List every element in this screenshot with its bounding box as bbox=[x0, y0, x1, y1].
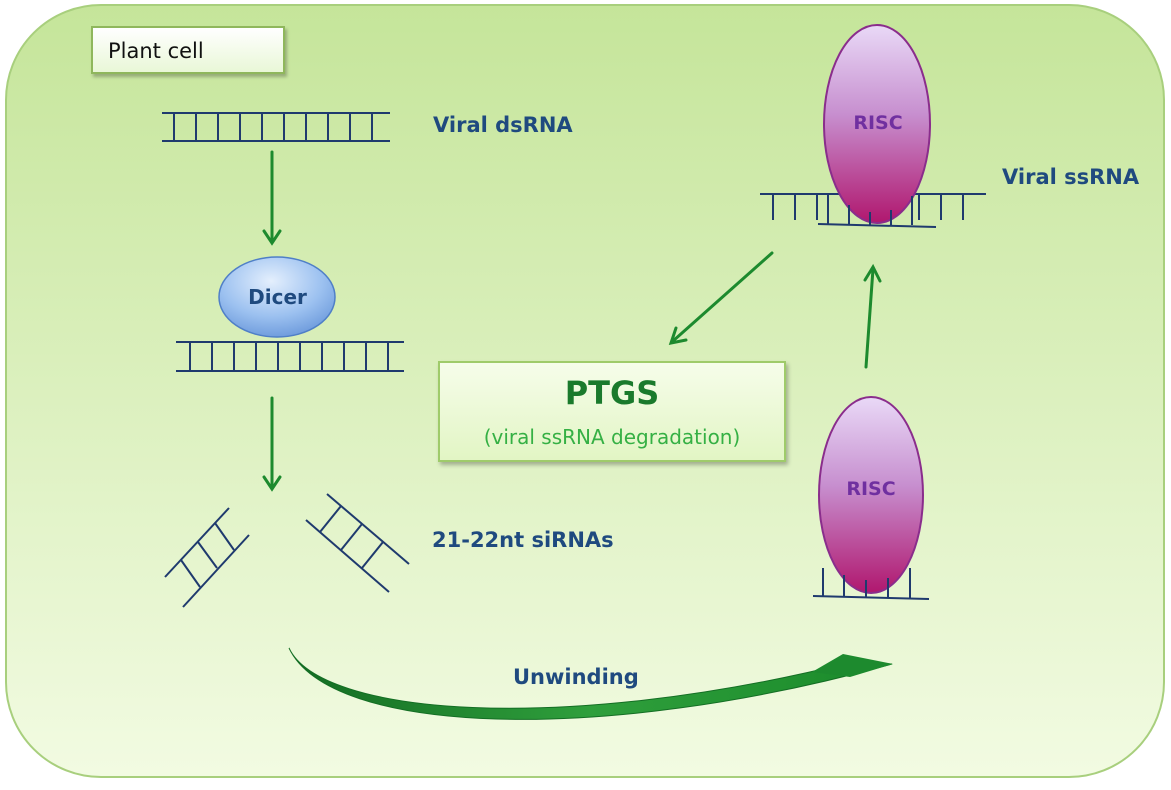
dicer-enzyme bbox=[218, 256, 336, 338]
unwinding-label: Unwinding bbox=[513, 665, 639, 689]
arrow-target-to-ptgs bbox=[668, 251, 774, 345]
risc-top-label: RISC bbox=[853, 112, 903, 134]
risc-top-guide-strand bbox=[817, 194, 937, 228]
sirna-fragment-right bbox=[305, 493, 410, 593]
risc-bottom-label: RISC bbox=[846, 478, 896, 500]
unwinding-arrow bbox=[288, 647, 893, 720]
viral-dsrna-strand bbox=[162, 112, 390, 142]
risc-guide-strand bbox=[812, 568, 930, 600]
risc-complex-top bbox=[823, 24, 931, 224]
viral-dsrna-label: Viral dsRNA bbox=[433, 113, 573, 137]
sirna-fragment-left bbox=[164, 507, 250, 608]
ptgs-subtitle: (viral ssRNA degradation) bbox=[483, 425, 741, 449]
arrow-risc-loading-to-target bbox=[863, 263, 882, 369]
plant-cell-label-box: Plant cell bbox=[91, 26, 285, 74]
arrow-dicer-to-sirnas bbox=[262, 396, 282, 492]
risc-complex-bottom bbox=[818, 396, 924, 594]
ptgs-title: PTGS bbox=[564, 374, 660, 412]
ptgs-box: PTGS (viral ssRNA degradation) bbox=[438, 361, 786, 462]
plant-cell-label: Plant cell bbox=[108, 39, 204, 63]
dicer-bound-dsrna bbox=[176, 341, 404, 372]
arrow-dsrna-to-dicer bbox=[262, 150, 282, 246]
sirnas-label: 21-22nt siRNAs bbox=[432, 528, 614, 552]
viral-ssrna-label: Viral ssRNA bbox=[1002, 165, 1140, 189]
dicer-label: Dicer bbox=[248, 285, 307, 309]
